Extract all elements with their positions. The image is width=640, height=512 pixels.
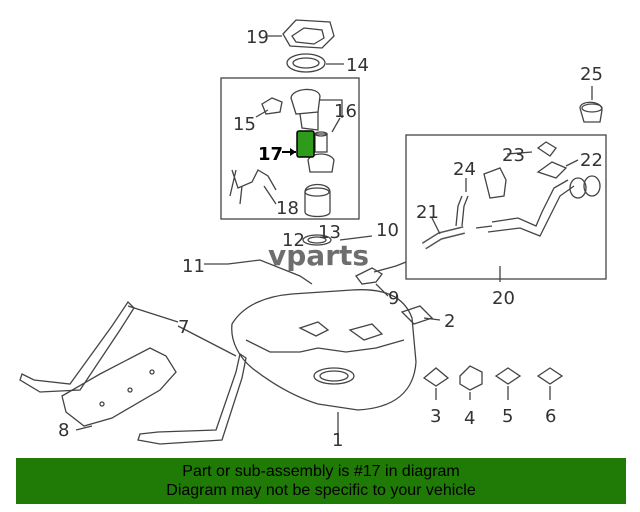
callout-21: 21 [416, 202, 439, 223]
part-25-cap [579, 101, 603, 123]
callout-16: 16 [334, 101, 357, 122]
callout-9: 9 [388, 288, 399, 309]
callout-8: 8 [58, 420, 69, 441]
part-23-clip [536, 141, 557, 157]
part-22-bracket [536, 161, 568, 179]
callout-12: 12 [282, 230, 305, 251]
parts-diagram: 19 14 15 16 17 18 25 23 22 24 21 20 12 1… [19, 19, 607, 451]
banner-line-1: Part or sub-assembly is #17 in diagram [182, 463, 460, 480]
callout-25: 25 [580, 64, 603, 85]
part-1-fuel-tank [231, 289, 417, 411]
callout-18: 18 [276, 198, 299, 219]
callout-23: 23 [502, 145, 525, 166]
part-17-fuel-pump [296, 130, 315, 158]
callout-22: 22 [580, 150, 603, 171]
banner-line-2: Diagram may not be specific to your vehi… [166, 482, 476, 499]
part-4-pad [459, 365, 483, 391]
part-9-valve [355, 267, 383, 285]
part-18-harness [229, 169, 277, 205]
callout-14: 14 [346, 55, 369, 76]
callout-13: 13 [318, 222, 341, 243]
part-6-pad [536, 367, 564, 385]
filler-neck-pipe [487, 179, 575, 237]
part-7-strap-right [137, 352, 247, 445]
callout-19: 19 [246, 27, 269, 48]
callout-3: 3 [430, 406, 441, 427]
part-13-gasket [302, 234, 332, 246]
pump-module-body [290, 88, 321, 115]
part-5-pad [494, 367, 522, 385]
part-19-plate [282, 19, 335, 49]
callout-24: 24 [453, 159, 476, 180]
callout-11: 11 [182, 256, 205, 277]
callout-7: 7 [178, 317, 189, 338]
part-15-bracket [261, 97, 283, 115]
part-2-pad [400, 305, 434, 325]
filler-neck-assembly-box [405, 134, 607, 280]
part-11-vent-line [227, 259, 313, 285]
part-3-pad [422, 367, 450, 387]
info-banner: Part or sub-assembly is #17 in diagram D… [16, 458, 626, 504]
callout-10: 10 [376, 220, 399, 241]
callout-15: 15 [233, 114, 256, 135]
vparts-watermark: vparts [268, 239, 369, 272]
part-16-filter [314, 133, 328, 153]
part-14-ring [286, 53, 326, 73]
callout-1: 1 [332, 430, 343, 451]
callout-4: 4 [464, 408, 475, 429]
callout-6: 6 [545, 406, 556, 427]
callout-5: 5 [502, 406, 513, 427]
callout-17: 17 [258, 144, 283, 165]
part-24-pipe [455, 195, 469, 227]
callout-2: 2 [444, 311, 455, 332]
part-10-hose [373, 261, 407, 273]
fuel-pump-assembly-box [220, 77, 360, 220]
part-8-shield [61, 347, 177, 427]
callout-20: 20 [492, 288, 515, 309]
part-7-strap-left [19, 300, 135, 393]
